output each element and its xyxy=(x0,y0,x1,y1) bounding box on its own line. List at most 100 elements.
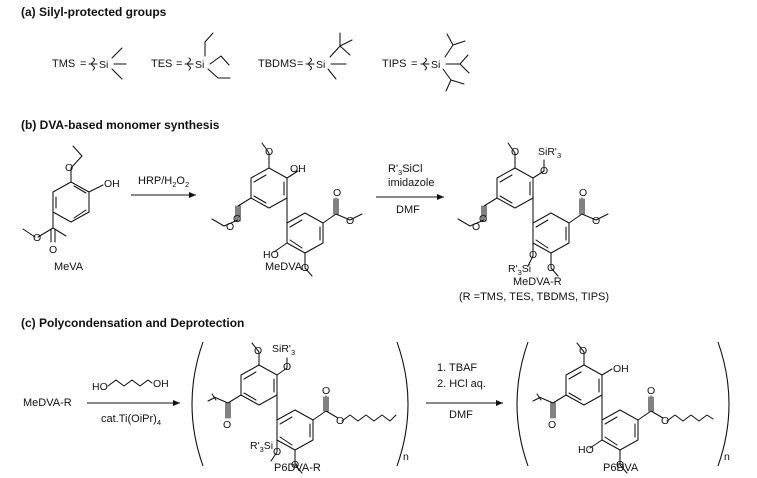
lower-aromatic-ring xyxy=(532,212,570,254)
left-parenthesis xyxy=(191,341,204,467)
reagent-diol-oh: OH xyxy=(153,378,169,390)
atom-r3-silyl: R'3Si xyxy=(508,263,531,277)
section-heading-a: (a) Silyl-protected groups xyxy=(21,5,167,19)
reagent-hcl: 2. HCl aq. xyxy=(437,378,486,390)
left-parenthesis xyxy=(516,341,529,467)
right-parenthesis xyxy=(717,341,730,467)
reagent-solvent-dmf: DMF xyxy=(449,409,473,421)
compound-label-medva-r: MeDVA-R xyxy=(513,276,562,288)
methyl-bonds xyxy=(111,47,127,80)
equals-sign: = xyxy=(176,58,182,70)
atom-r3-silyl: R'3Si xyxy=(250,440,273,454)
equals-sign: = xyxy=(411,58,417,70)
atom-oh: OH xyxy=(104,178,120,190)
atom-ho: HO xyxy=(263,249,279,261)
attachment-wavy-bond xyxy=(184,57,194,71)
substituent-bonds xyxy=(457,142,609,277)
compound-label-meva: MeVA xyxy=(54,261,84,273)
compound-note-r-groups: (R =TMS, TES, TBDMS, TIPS) xyxy=(459,291,609,303)
atom-o: O xyxy=(511,146,519,158)
atom-o: O xyxy=(336,415,344,427)
chain-end-mark xyxy=(532,393,542,402)
atom-si: Si xyxy=(431,59,440,71)
reagent-imidazole: imidazole xyxy=(388,177,434,189)
silyl-group-tbdms: TBDMS = Si xyxy=(258,32,353,80)
right-parenthesis xyxy=(396,341,409,467)
silyl-group-tes: TES = Si xyxy=(151,32,231,79)
backbone-bonds xyxy=(213,342,397,474)
isopropyl-bonds xyxy=(442,33,470,92)
atom-o: O xyxy=(49,244,57,256)
section-heading-c: (c) Polycondensation and Deprotection xyxy=(21,316,244,330)
reagent-silyl-chloride: R'3SiCl xyxy=(388,163,422,177)
lower-aromatic-ring xyxy=(286,212,324,254)
compound-label-p6dva: P6DVA xyxy=(603,462,639,474)
atom-o: O xyxy=(540,165,548,177)
reagent-diol-ho: HO xyxy=(92,381,108,393)
atom-o: O xyxy=(226,221,234,233)
reagent-catalyst: cat.Ti(OiPr)4 xyxy=(101,413,161,427)
hexanediol-chain xyxy=(107,379,153,387)
repeat-subscript-n: n xyxy=(403,451,409,463)
ethyl-bonds xyxy=(204,32,231,79)
atom-o: O xyxy=(283,361,291,373)
atom-o: O xyxy=(65,162,73,174)
molecule-meva: O OH O O xyxy=(22,145,120,256)
atom-oh: OH xyxy=(290,163,306,175)
reactant-label-medva-r: MeDVA-R xyxy=(23,397,72,409)
upper-aromatic-ring xyxy=(240,364,278,406)
reaction-arrow-4: 1. TBAF 2. HCl aq. DMF xyxy=(426,362,503,421)
reagent-tbaf: 1. TBAF xyxy=(437,362,477,374)
reagent-hrp-h2o2: HRP/H2O2 xyxy=(138,175,189,189)
upper-aromatic-ring xyxy=(496,167,534,209)
molecule-medva: O OH O O HO O O O xyxy=(211,142,363,277)
atom-o: O xyxy=(661,415,669,427)
atom-o: O xyxy=(592,215,600,227)
lower-aromatic-ring xyxy=(601,409,639,451)
ester-bonds xyxy=(22,211,67,243)
polymer-p6dva-r: n O O SiR'3 O O R'3Si O O O xyxy=(191,341,409,474)
attachment-wavy-bond xyxy=(305,57,315,71)
atom-o: O xyxy=(579,187,587,199)
atom-o: O xyxy=(616,459,624,471)
compound-label-medva: MeDVA xyxy=(265,261,303,273)
atom-o: O xyxy=(265,146,273,158)
atom-oh: OH xyxy=(613,363,629,375)
equals-sign: = xyxy=(297,58,303,70)
silyl-abbr-tms: TMS xyxy=(52,58,75,70)
atom-si: Si xyxy=(316,59,325,71)
reaction-arrow-2: R'3SiCl imidazole DMF xyxy=(376,163,444,216)
atom-o: O xyxy=(479,213,487,225)
atom-o: O xyxy=(647,385,655,397)
aromatic-ring xyxy=(52,181,90,223)
atom-si: Si xyxy=(99,59,108,71)
atom-o: O xyxy=(346,215,354,227)
attachment-wavy-bond xyxy=(420,57,430,71)
atom-o: O xyxy=(529,249,537,261)
silyl-abbr-tes: TES xyxy=(151,58,172,70)
silyl-abbr-tips: TIPS xyxy=(382,58,406,70)
reaction-arrow-3: HO OH cat.Ti(OiPr)4 xyxy=(87,378,180,427)
upper-aromatic-ring xyxy=(565,364,603,406)
substituent-bonds xyxy=(70,145,104,193)
atom-o: O xyxy=(547,262,555,274)
section-heading-b: (b) DVA-based monomer synthesis xyxy=(21,118,220,132)
silyl-abbr-tbdms: TBDMS xyxy=(258,58,297,70)
atom-o: O xyxy=(548,419,556,431)
atom-o: O xyxy=(33,232,41,244)
molecule-medva-r: O O SiR'3 O O O R'3Si O O O xyxy=(457,142,609,277)
substituent-bonds xyxy=(211,142,363,277)
atom-o: O xyxy=(472,221,480,233)
atom-o: O xyxy=(579,345,587,357)
polymer-p6dva: n O OH O HO O O O xyxy=(516,341,730,474)
atom-ho: HO xyxy=(578,444,594,456)
compound-label-p6dva-r: P6DVA-R xyxy=(274,462,321,474)
equals-sign: = xyxy=(80,58,86,70)
atom-o: O xyxy=(301,262,309,274)
atom-silyl-r3: SiR'3 xyxy=(538,146,561,160)
repeat-subscript-n: n xyxy=(724,451,730,463)
atom-o: O xyxy=(273,446,281,458)
atom-si: Si xyxy=(195,59,204,71)
silyl-group-tms: TMS = Si xyxy=(52,47,127,80)
